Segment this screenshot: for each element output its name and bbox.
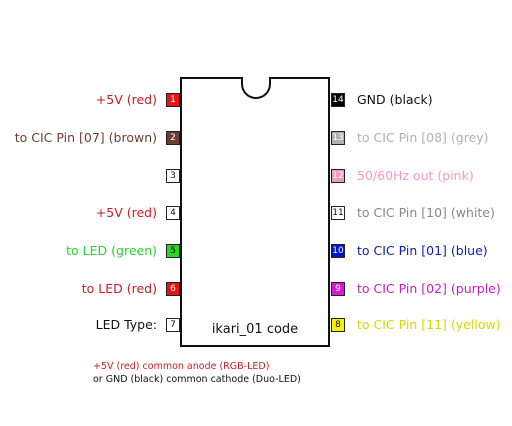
pin-2-label: to CIC Pin [07] (brown) (14, 130, 157, 145)
chip-notch (241, 77, 271, 99)
pin-2: 2 (166, 131, 180, 145)
pin-3: 3 (166, 169, 180, 183)
pin-5-label: to LED (green) (66, 243, 157, 258)
pin-11-label: to CIC Pin [10] (white) (357, 205, 495, 220)
pin-13: 13 (331, 131, 345, 145)
pin-5: 5 (166, 244, 180, 258)
pin-9: 9 (331, 282, 345, 296)
pin-6: 6 (166, 282, 180, 296)
pin-14-label: GND (black) (357, 92, 433, 107)
pin-12: 12 (331, 169, 345, 183)
pin-10: 10 (331, 244, 345, 258)
pin-12-label: 50/60Hz out (pink) (357, 168, 474, 183)
pin-13-label: to CIC Pin [08] (grey) (357, 130, 489, 145)
pin-4-label: +5V (red) (95, 205, 157, 220)
pin-7-label: LED Type: (95, 317, 157, 332)
pin-8-label: to CIC Pin [11] (yellow) (357, 317, 501, 332)
pin-11: 11 (331, 206, 345, 220)
pin-10-label: to CIC Pin [01] (blue) (357, 243, 488, 258)
pin-4: 4 (166, 206, 180, 220)
pin-1: 1 (166, 93, 180, 107)
pin-6-label: to LED (red) (81, 281, 157, 296)
led-note-cathode: or GND (black) common cathode (Duo-LED) (93, 374, 301, 385)
pin-1-label: +5V (red) (95, 92, 157, 107)
pin-7: 7 (166, 318, 180, 332)
led-note-anode: +5V (red) common anode (RGB-LED) (93, 361, 270, 372)
chip-name: ikari_01 code (211, 322, 299, 337)
pin-9-label: to CIC Pin [02] (purple) (357, 281, 501, 296)
ic-chip-body (180, 77, 330, 347)
pin-8: 8 (331, 318, 345, 332)
pin-14: 14 (331, 93, 345, 107)
